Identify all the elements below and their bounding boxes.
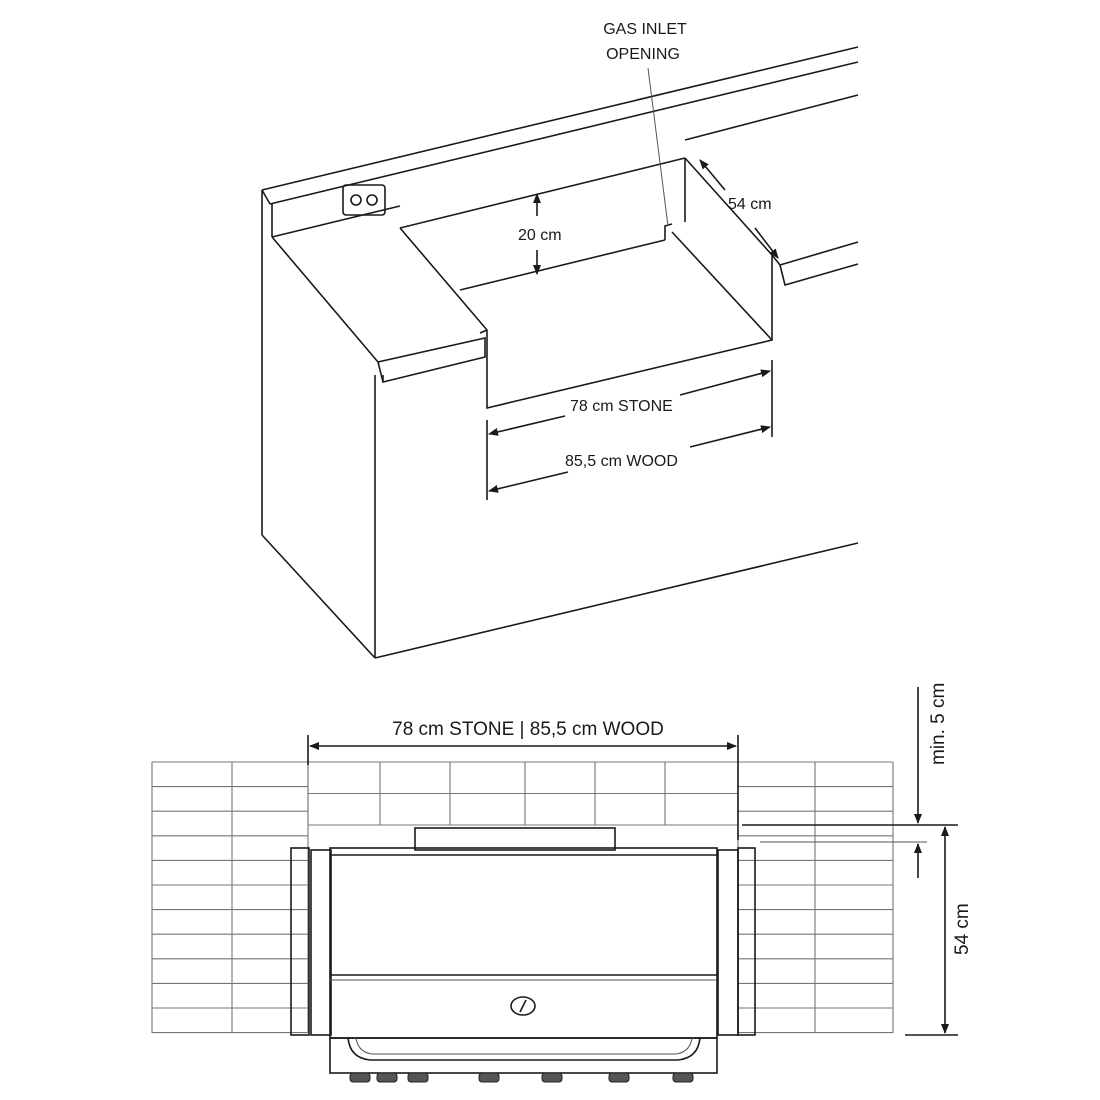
control-knob [478,1072,500,1083]
control-panel [329,1037,718,1074]
height-dimension-label: 20 cm [518,227,562,244]
clearance-label: min. 5 cm [928,683,949,765]
control-knob [407,1072,429,1083]
wood-width-label: 85,5 cm WOOD [565,453,678,470]
gas-inlet-label-2: OPENING [606,46,680,63]
front-height-label: 54 cm [952,903,973,955]
isometric-cabinet-drawing: GAS INLET OPENING 54 cm 20 cm 78 cm STON… [261,21,859,659]
depth-dimension-label: 54 cm [728,196,772,213]
electrical-socket [342,184,386,216]
brick-wall-middle [307,761,739,826]
socket-hole-icon [366,194,378,206]
cabinet-bottom-edge [374,542,859,659]
backsplash-bottom-edge-left [271,205,401,238]
control-knob [672,1072,694,1083]
brick-wall-right [737,761,894,1034]
brick-wall-left [151,761,309,1034]
grill-handle [347,1037,701,1061]
control-knob [376,1072,398,1083]
grill-body [329,847,718,1039]
cutout-back-top [399,157,686,229]
gas-inlet-leader [647,67,669,227]
socket-hole-icon [350,194,362,206]
backsplash-bottom-edge-right [684,94,859,141]
control-knob [541,1072,563,1083]
grill-logo-icon [510,996,536,1016]
control-knob [608,1072,630,1083]
backsplash-front-edge [269,61,859,205]
right-side-post [737,847,756,1036]
cutout-back-bottom [459,239,666,291]
gas-inlet-label: GAS INLET [603,21,687,38]
front-width-label: 78 cm STONE | 85,5 cm WOOD [392,719,664,740]
left-side-post [290,847,310,1036]
grill-lid-top [414,827,616,851]
control-knob [349,1072,371,1083]
backsplash-top-edge [261,46,859,191]
stone-width-label: 78 cm STONE [570,398,673,415]
front-view-drawing: 78 cm STONE | 85,5 cm WOOD min. 5 cm 54 … [151,683,973,1083]
